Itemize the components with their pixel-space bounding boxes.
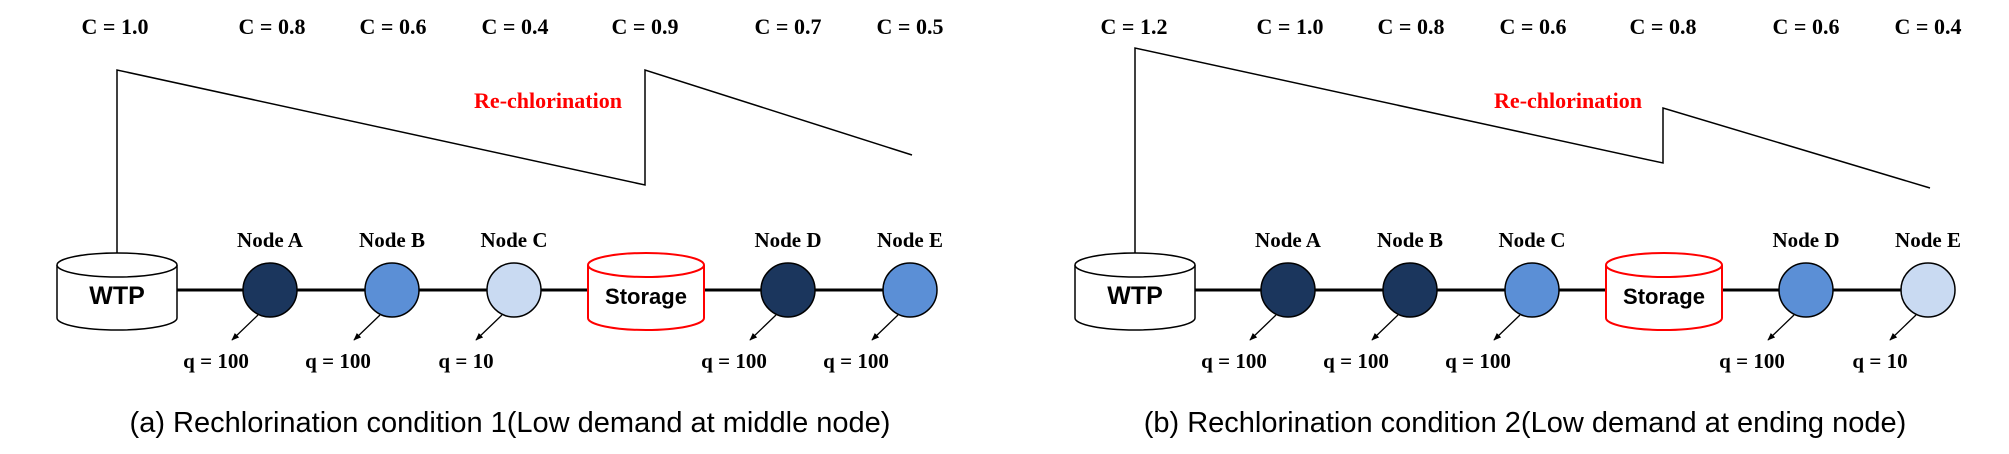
node-b: Node B q = 100 [305,228,425,373]
storage-label: Storage [1623,284,1705,309]
node-label: Node B [1377,228,1443,252]
node-circle [364,262,420,318]
node-d: Node D q = 100 [1719,228,1839,373]
node-label: Node C [1498,228,1565,252]
concentration-label-node-b: C = 0.6 [360,14,427,39]
demand-arrow [475,314,503,341]
wtp-label: WTP [89,282,145,310]
demand-arrow [1493,314,1521,341]
node-circle [486,262,542,318]
concentration-label-node-d: C = 0.6 [1773,14,1840,39]
demand-arrow [1767,314,1795,341]
demand-arrow [871,314,899,341]
node-e: Node E q = 10 [1852,228,1961,373]
demand-label: q = 100 [1201,349,1267,373]
storage-tank: Storage [587,252,705,331]
demand-label: q = 100 [1323,349,1389,373]
caption-a: (a) Rechlorination condition 1(Low deman… [130,407,891,439]
concentration-label-node-c: C = 0.6 [1500,14,1567,39]
node-label: Node E [1895,228,1961,252]
node-circle [882,262,938,318]
concentration-label-node-e: C = 0.5 [877,14,944,39]
node-e: Node E q = 100 [823,228,943,373]
rechlorination-label: Re-chlorination [1494,88,1642,113]
node-circle [242,262,298,318]
concentration-label-node-d: C = 0.7 [755,14,822,39]
demand-arrow [1249,314,1277,341]
demand-arrow [1889,314,1917,341]
demand-label: q = 100 [1719,349,1785,373]
demand-label: q = 10 [438,349,493,373]
node-circle [1778,262,1834,318]
node-label: Node E [877,228,943,252]
node-circle [760,262,816,318]
concentration-label-storage: C = 0.9 [612,14,679,39]
chlorine-profile-line [116,68,913,255]
demand-arrow [749,314,777,341]
node-b: Node B q = 100 [1323,228,1443,373]
concentration-label-node-e: C = 0.4 [1895,14,1962,39]
concentration-label-node-a: C = 0.8 [239,14,306,39]
wtp-label: WTP [1107,282,1163,310]
node-circle [1260,262,1316,318]
demand-arrow [1371,314,1399,341]
concentration-label-storage: C = 0.8 [1630,14,1697,39]
node-d: Node D q = 100 [701,228,821,373]
panel-b: C = 1.2 C = 1.0 C = 0.8 C = 0.6 C = 0.8 … [1074,14,1962,439]
concentration-label-node-a: C = 1.0 [1257,14,1324,39]
caption-b: (b) Rechlorination condition 2(Low deman… [1144,407,1907,439]
demand-arrow [353,314,381,341]
panel-a: C = 1.0 C = 0.8 C = 0.6 C = 0.4 C = 0.9 … [56,14,944,439]
node-circle [1382,262,1438,318]
chlorine-profile-line [1134,47,1931,255]
node-circle [1900,262,1956,318]
concentration-label-wtp: C = 1.2 [1101,14,1168,39]
wtp-tank: WTP [56,252,178,331]
node-c: Node C q = 100 [1445,228,1565,373]
demand-label: q = 100 [1445,349,1511,373]
rechlorination-label: Re-chlorination [474,88,622,113]
node-c: Node C q = 10 [438,228,547,373]
concentration-label-node-c: C = 0.4 [482,14,549,39]
demand-label: q = 10 [1852,349,1907,373]
node-circle [1504,262,1560,318]
storage-label: Storage [605,284,687,309]
concentration-label-wtp: C = 1.0 [82,14,149,39]
node-a: Node A q = 100 [1201,228,1322,373]
demand-label: q = 100 [701,349,767,373]
storage-tank: Storage [1605,252,1723,331]
node-label: Node A [1255,228,1322,252]
node-label: Node D [1772,228,1839,252]
wtp-tank: WTP [1074,252,1196,331]
node-label: Node A [237,228,304,252]
node-label: Node C [480,228,547,252]
demand-label: q = 100 [183,349,249,373]
demand-label: q = 100 [823,349,889,373]
node-a: Node A q = 100 [183,228,304,373]
node-label: Node D [754,228,821,252]
demand-label: q = 100 [305,349,371,373]
demand-arrow [231,314,259,341]
node-label: Node B [359,228,425,252]
concentration-label-node-b: C = 0.8 [1378,14,1445,39]
